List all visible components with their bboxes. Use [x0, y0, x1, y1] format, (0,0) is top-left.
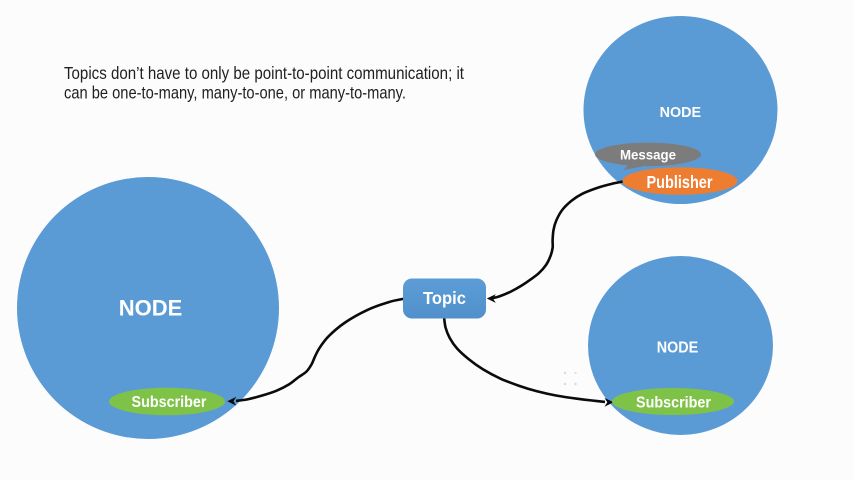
svg-text:NODE: NODE	[119, 295, 183, 320]
svg-text:Topics don’t have to only be p: Topics don’t have to only be point-to-po…	[64, 63, 464, 83]
svg-text:Topic: Topic	[423, 288, 466, 308]
svg-text:can be one-to-many, many-to-on: can be one-to-many, many-to-one, or many…	[64, 82, 406, 102]
svg-text:NODE: NODE	[660, 105, 702, 121]
svg-text:Message: Message	[620, 147, 676, 162]
svg-text:Publisher: Publisher	[647, 172, 713, 192]
svg-text:Subscriber: Subscriber	[132, 394, 207, 411]
svg-text:Subscriber: Subscriber	[636, 395, 711, 412]
svg-text:NODE: NODE	[657, 340, 699, 357]
